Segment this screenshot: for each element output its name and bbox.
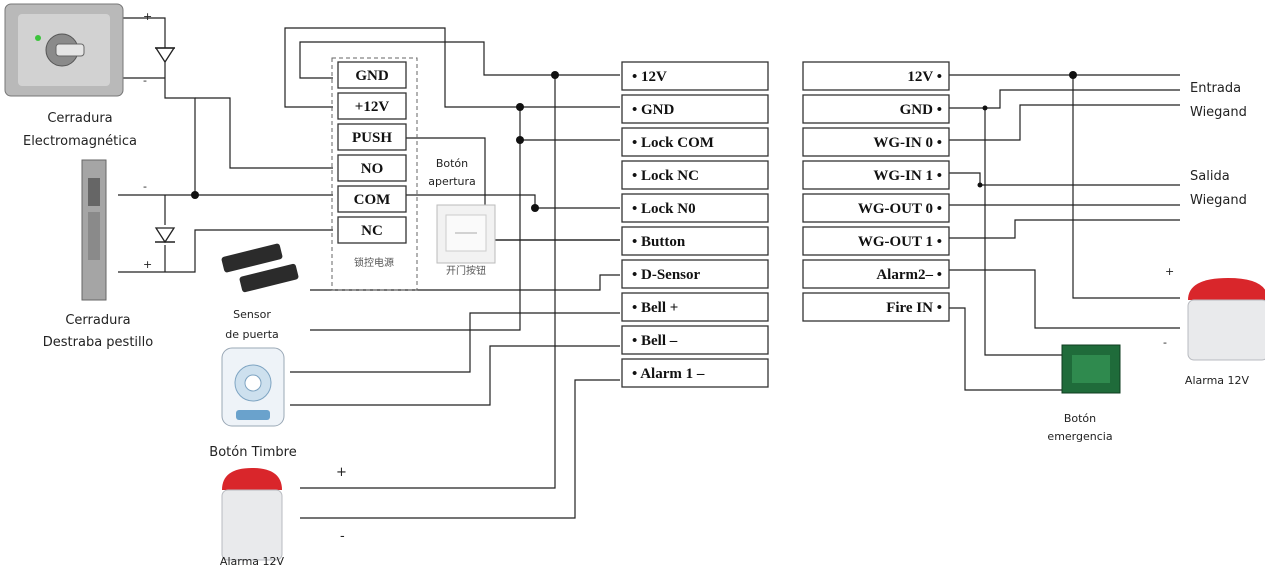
polarity-minus-em: - xyxy=(143,74,147,87)
wiegand-out-label-1: Salida xyxy=(1190,169,1230,184)
controller-left-terminal-4: • Lock N0 xyxy=(621,193,769,223)
power-supply-terminal-4: COM xyxy=(337,185,407,213)
controller-right-terminal-3: WG-IN 1 • xyxy=(802,160,950,190)
power-supply-terminal-2: PUSH xyxy=(337,123,407,151)
electromagnetic-lock xyxy=(4,3,124,97)
bell-button xyxy=(221,347,285,427)
svg-text:Fire IN •: Fire IN • xyxy=(886,300,942,316)
strike-lock xyxy=(81,159,107,301)
emergency-button xyxy=(1061,344,1121,394)
controller-right-terminal-0: 12V • xyxy=(802,61,950,91)
polarity-plus-alarm-right: + xyxy=(1165,265,1174,278)
open-button-device xyxy=(436,204,496,264)
diode-upper xyxy=(154,45,176,68)
polarity-plus-em: + xyxy=(143,10,152,23)
svg-text:• GND: • GND xyxy=(632,102,675,118)
alarm-left-label: Alarma 12V xyxy=(220,555,285,568)
svg-text:• 12V: • 12V xyxy=(632,69,667,85)
strike-lock-label-2: Destraba pestillo xyxy=(43,335,153,350)
power-supply-caption: 锁控电源 xyxy=(354,256,394,269)
wires xyxy=(118,17,1180,519)
svg-text:• Lock N0: • Lock N0 xyxy=(632,201,696,217)
door-sensor xyxy=(221,243,299,293)
power-supply-outline xyxy=(331,57,418,291)
wiegand-in-label-2: Wiegand xyxy=(1190,105,1247,120)
svg-text:Alarm2– •: Alarm2– • xyxy=(876,267,942,283)
open-button-label-2: apertura xyxy=(428,175,476,188)
controller-left-terminal-9: • Alarm 1 – xyxy=(621,358,769,388)
em-lock-label-2: Electromagnética xyxy=(23,134,137,149)
em-lock-label-1: Cerradura xyxy=(47,111,112,126)
power-supply-terminal-1: +12V xyxy=(337,92,407,120)
polarity-minus-strike: - xyxy=(143,180,147,193)
svg-text:GND: GND xyxy=(355,68,389,84)
wiegand-out-label-2: Wiegand xyxy=(1190,193,1247,208)
controller-left-terminal-5: • Button xyxy=(621,226,769,256)
controller-left-terminal-7: • Bell + xyxy=(621,292,769,322)
open-button-label-cn: 开门按钮 xyxy=(446,264,486,277)
alarm-right-label: Alarma 12V xyxy=(1185,374,1250,387)
polarity-plus-alarm-left: + xyxy=(336,465,347,480)
polarity-plus-strike: + xyxy=(143,258,152,271)
controller-right-terminal-5: WG-OUT 1 • xyxy=(802,226,950,256)
open-button-label-1: Botón xyxy=(436,157,468,170)
svg-text:12V •: 12V • xyxy=(907,69,942,85)
controller-right-terminal-4: WG-OUT 0 • xyxy=(802,193,950,223)
svg-text:COM: COM xyxy=(354,192,391,208)
svg-text:• Lock COM: • Lock COM xyxy=(632,135,714,151)
svg-text:• Button: • Button xyxy=(632,234,686,250)
wiegand-in-label-1: Entrada xyxy=(1190,81,1241,96)
door-sensor-label-1: Sensor xyxy=(233,308,271,321)
svg-text:• Lock NC: • Lock NC xyxy=(632,168,699,184)
controller-left-terminal-8: • Bell – xyxy=(621,325,769,355)
polarity-minus-alarm-left: - xyxy=(340,529,345,544)
controller-right-terminal-6: Alarm2– • xyxy=(802,259,950,289)
controller-left-terminal-2: • Lock COM xyxy=(621,127,769,157)
controller-right-terminal-1: GND • xyxy=(802,94,950,124)
svg-text:WG-IN 0 •: WG-IN 0 • xyxy=(873,135,942,151)
svg-text:• D-Sensor: • D-Sensor xyxy=(632,267,701,283)
svg-text:NC: NC xyxy=(361,223,383,239)
svg-text:• Bell +: • Bell + xyxy=(632,300,678,316)
emergency-label-2: emergencia xyxy=(1047,430,1112,443)
controller-left-terminal-0: • 12V xyxy=(621,61,769,91)
power-supply-terminal-3: NO xyxy=(337,154,407,182)
strike-lock-label-1: Cerradura xyxy=(65,313,130,328)
svg-text:WG-OUT 1 •: WG-OUT 1 • xyxy=(858,234,942,250)
power-supply-terminal-0: GND xyxy=(337,61,407,89)
bell-button-label: Botón Timbre xyxy=(209,445,296,460)
door-sensor-label-2: de puerta xyxy=(225,328,279,341)
svg-text:• Bell –: • Bell – xyxy=(632,333,678,349)
power-supply-terminal-5: NC xyxy=(337,216,407,244)
alarm-siren-left xyxy=(221,468,283,561)
controller-left-terminal-6: • D-Sensor xyxy=(621,259,769,289)
controller-left-terminal-3: • Lock NC xyxy=(621,160,769,190)
alarm-siren-right xyxy=(1187,278,1265,361)
controller-right-terminal-2: WG-IN 0 • xyxy=(802,127,950,157)
controller-left-terminal-1: • GND xyxy=(621,94,769,124)
svg-text:PUSH: PUSH xyxy=(352,130,392,146)
polarity-minus-alarm-right: - xyxy=(1163,336,1167,349)
svg-text:NO: NO xyxy=(361,161,384,177)
emergency-label-1: Botón xyxy=(1064,412,1096,425)
svg-text:WG-OUT 0 •: WG-OUT 0 • xyxy=(858,201,942,217)
svg-text:GND •: GND • xyxy=(900,102,942,118)
controller-right-terminal-7: Fire IN • xyxy=(802,292,950,322)
diode-lower xyxy=(154,227,176,244)
svg-text:• Alarm 1 –: • Alarm 1 – xyxy=(632,366,705,382)
svg-text:+12V: +12V xyxy=(355,99,390,115)
svg-text:WG-IN 1 •: WG-IN 1 • xyxy=(873,168,942,184)
